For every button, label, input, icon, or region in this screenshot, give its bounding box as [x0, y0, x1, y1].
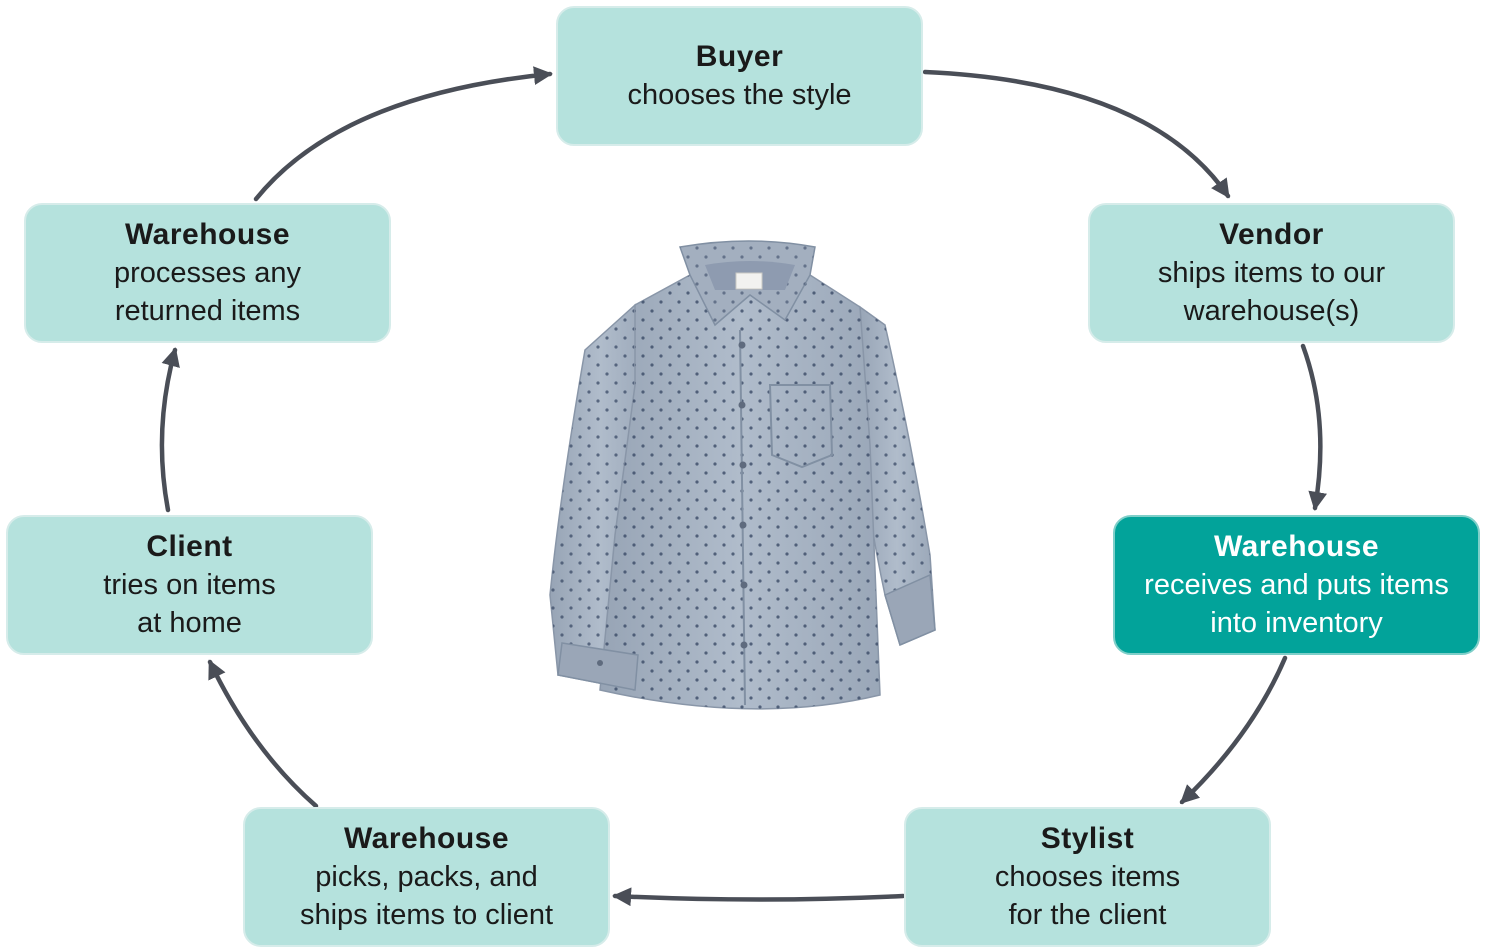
step-client: Client tries on items at home: [6, 515, 373, 655]
step-description: tries on items at home: [103, 569, 276, 639]
step-actor: Warehouse: [1213, 530, 1380, 563]
step-warehouse-returns: Warehouse processes any returned items: [24, 203, 391, 343]
arrow-warehouse-returns-to-buyer: [253, 66, 553, 202]
step-actor: Vendor: [1219, 218, 1324, 251]
step-vendor: Vendor ships items to our warehouse(s): [1088, 203, 1455, 343]
step-stylist: Stylist chooses items for the client: [904, 807, 1271, 947]
step-actor: Warehouse: [343, 822, 510, 855]
step-actor: Client: [146, 530, 233, 563]
step-actor: Stylist: [1040, 822, 1135, 855]
step-warehouse-receive: Warehouse receives and puts items into i…: [1113, 515, 1480, 655]
step-description: picks, packs, and ships items to client: [299, 861, 554, 931]
step-description: chooses the style: [627, 79, 852, 111]
step-description: receives and puts items into inventory: [1144, 569, 1449, 639]
arrow-stylist-to-warehouse-ship: [612, 887, 906, 907]
step-description: processes any returned items: [114, 257, 301, 327]
shirt-icon: [549, 240, 936, 710]
arrow-warehouse-receive-to-stylist: [1179, 655, 1288, 805]
arrow-client-to-warehouse-returns: [159, 347, 180, 513]
arrow-warehouse-ship-to-client: [207, 659, 319, 809]
step-warehouse-ship: Warehouse picks, packs, and ships items …: [243, 807, 610, 947]
step-description: ships items to our warehouse(s): [1157, 257, 1386, 327]
step-buyer: Buyer chooses the style: [556, 6, 923, 146]
step-description: chooses items for the client: [994, 861, 1181, 931]
step-actor: Warehouse: [124, 218, 291, 251]
arrow-buyer-to-vendor: [922, 69, 1231, 199]
arrow-vendor-to-warehouse-receive: [1300, 343, 1328, 511]
step-actor: Buyer: [695, 40, 784, 73]
